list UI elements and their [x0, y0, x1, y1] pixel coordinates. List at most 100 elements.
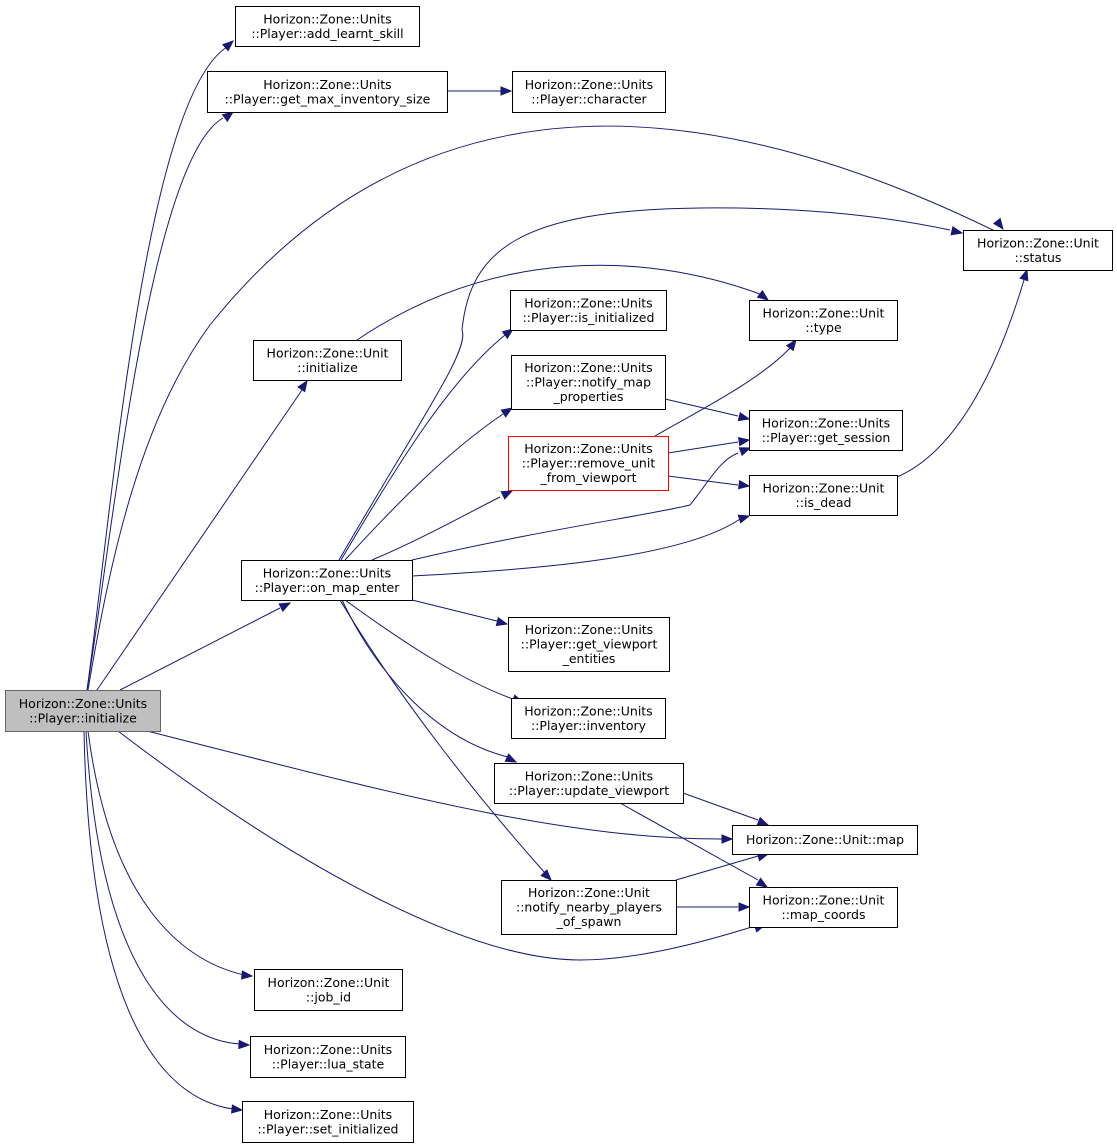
node-label-line: _entities: [562, 651, 616, 666]
node-remove-unit-from-viewport[interactable]: Horizon::Zone::Units::Player::remove_uni…: [508, 436, 669, 491]
edge-line: [339, 599, 546, 874]
edge-on_map_enter-to-is_initialized: [340, 328, 515, 561]
edge-notify_map_properties-to-get_session: [664, 398, 751, 422]
node-root[interactable]: Horizon::Zone::Units::Player::initialize: [5, 690, 161, 732]
edge-update_viewport-to-map: [682, 792, 770, 826]
arrowhead: [297, 379, 308, 393]
node-on-map-enter[interactable]: Horizon::Zone::Units::Player::on_map_ent…: [241, 560, 413, 601]
node-label-line: Horizon::Zone::Units: [264, 1107, 392, 1122]
edge-on_map_enter-to-notify_nearby_players_of_spawn: [339, 599, 552, 881]
edge-line: [344, 413, 504, 561]
node-lua-state[interactable]: Horizon::Zone::Units::Player::lua_state: [250, 1036, 406, 1078]
arrowhead: [241, 970, 254, 980]
arrowhead: [504, 753, 518, 763]
edge-notify_nearby_players_of_spawn-to-map: [675, 852, 770, 881]
node-set-initialized[interactable]: Horizon::Zone::Units::Player::set_initia…: [242, 1101, 414, 1143]
node-is-initialized[interactable]: Horizon::Zone::Units::Player::is_initial…: [510, 290, 667, 331]
edge-line: [356, 264, 761, 341]
node-label-line: ::type: [805, 320, 842, 335]
node-is-dead[interactable]: Horizon::Zone::Unit::is_dead: [749, 475, 898, 516]
arrowhead: [737, 514, 751, 524]
node-label-line: _of_spawn: [556, 914, 622, 929]
edge-line: [371, 496, 501, 561]
node-box: [508, 436, 669, 491]
node-get-session[interactable]: Horizon::Zone::Units::Player::get_sessio…: [749, 410, 903, 451]
node-label-line: ::Player::is_initialized: [523, 310, 655, 325]
node-map-coords[interactable]: Horizon::Zone::Unit::map_coords: [749, 887, 898, 928]
node-label-line: Horizon::Zone::Units: [524, 441, 652, 456]
edge-line: [664, 398, 739, 417]
node-label-line: Horizon::Zone::Units: [525, 622, 653, 637]
edge-line: [340, 334, 506, 561]
node-unit-initialize[interactable]: Horizon::Zone::Unit::initialize: [253, 340, 402, 381]
arrowhead: [221, 111, 235, 123]
node-notify-map-properties[interactable]: Horizon::Zone::Units::Player::notify_map…: [511, 355, 666, 410]
node-get-viewport-entities[interactable]: Horizon::Zone::Units::Player::get_viewpo…: [508, 617, 670, 672]
node-character[interactable]: Horizon::Zone::Units::Player::character: [512, 71, 666, 113]
arrowhead: [1019, 268, 1029, 282]
edge-line: [411, 599, 498, 622]
edge-root-to-job_id: [87, 730, 254, 980]
arrowhead: [221, 40, 235, 52]
node-label-line: Horizon::Zone::Units: [264, 1042, 392, 1057]
edge-notify_nearby_players_of_spawn-to-map_coords: [676, 902, 751, 912]
arrowhead: [500, 407, 514, 418]
edge-root-to-add_learnt_skill: [86, 40, 235, 691]
node-box: [511, 698, 666, 739]
node-label-line: Horizon::Zone::Units: [263, 565, 391, 580]
node-box: [242, 1101, 414, 1143]
node-label-line: ::Player::character: [531, 91, 647, 106]
node-box: [235, 6, 420, 47]
arrowhead: [738, 447, 752, 457]
edge-root-to-unit_initialize: [96, 379, 308, 691]
node-job-id[interactable]: Horizon::Zone::Unit::job_id: [254, 969, 403, 1011]
node-map[interactable]: Horizon::Zone::Unit::map: [732, 825, 918, 855]
node-label-line: ::status: [1015, 250, 1062, 265]
node-box: [250, 1036, 406, 1078]
arrowhead: [540, 869, 552, 881]
edge-line: [86, 117, 224, 691]
node-box: [749, 475, 898, 516]
node-add-learnt-skill[interactable]: Horizon::Zone::Units::Player::add_learnt…: [235, 6, 420, 47]
edge-root-to-status: [87, 125, 1004, 691]
node-label-line: Horizon::Zone::Units: [524, 295, 652, 310]
edge-line: [654, 347, 791, 437]
node-label-line: Horizon::Zone::Units: [525, 768, 653, 783]
edge-line: [682, 792, 759, 821]
edge-line: [83, 730, 234, 1110]
node-label-line: ::Player::update_viewport: [509, 783, 669, 798]
edge-on_map_enter-to-notify_map_properties: [344, 407, 514, 561]
node-status[interactable]: Horizon::Zone::Unit::status: [963, 230, 1113, 271]
arrowhead: [495, 616, 509, 627]
node-label-line: Horizon::Zone::Unit: [763, 892, 885, 907]
node-type[interactable]: Horizon::Zone::Unit::type: [749, 300, 898, 341]
arrowhead: [737, 479, 751, 490]
nodes-layer: Horizon::Zone::Units::Player::initialize…: [5, 6, 1113, 1143]
node-box: [254, 969, 403, 1011]
node-label-line: ::Player::add_learnt_skill: [251, 26, 403, 41]
arrowhead: [737, 437, 751, 447]
node-label-line: Horizon::Zone::Unit: [268, 975, 390, 990]
node-notify-nearby-players-of-spawn[interactable]: Horizon::Zone::Unit::notify_nearby_playe…: [501, 880, 677, 935]
edge-line: [338, 207, 951, 561]
node-label-line: ::Player::inventory: [531, 718, 647, 733]
node-update-viewport[interactable]: Horizon::Zone::Units::Player::update_vie…: [494, 763, 684, 804]
node-box: [494, 763, 684, 804]
edge-line: [675, 855, 759, 881]
edge-on_map_enter-to-status: [338, 207, 964, 561]
arrowhead: [992, 217, 1004, 231]
edge-remove_unit_from_viewport-to-get_session: [667, 437, 751, 454]
node-inventory[interactable]: Horizon::Zone::Units::Player::inventory: [511, 698, 666, 739]
edge-remove_unit_from_viewport-to-type: [654, 338, 797, 437]
arrowhead: [500, 490, 514, 500]
node-box: [749, 887, 898, 928]
edge-line: [667, 441, 739, 454]
edge-remove_unit_from_viewport-to-is_dead: [667, 475, 751, 490]
node-label-line: ::Player::lua_state: [272, 1056, 385, 1071]
edge-line: [341, 599, 509, 758]
node-label-line: ::Player::notify_map: [526, 375, 651, 390]
edge-line: [146, 730, 727, 840]
node-get-max-inventory-size[interactable]: Horizon::Zone::Units::Player::get_max_in…: [207, 71, 448, 113]
edge-line: [87, 730, 245, 976]
